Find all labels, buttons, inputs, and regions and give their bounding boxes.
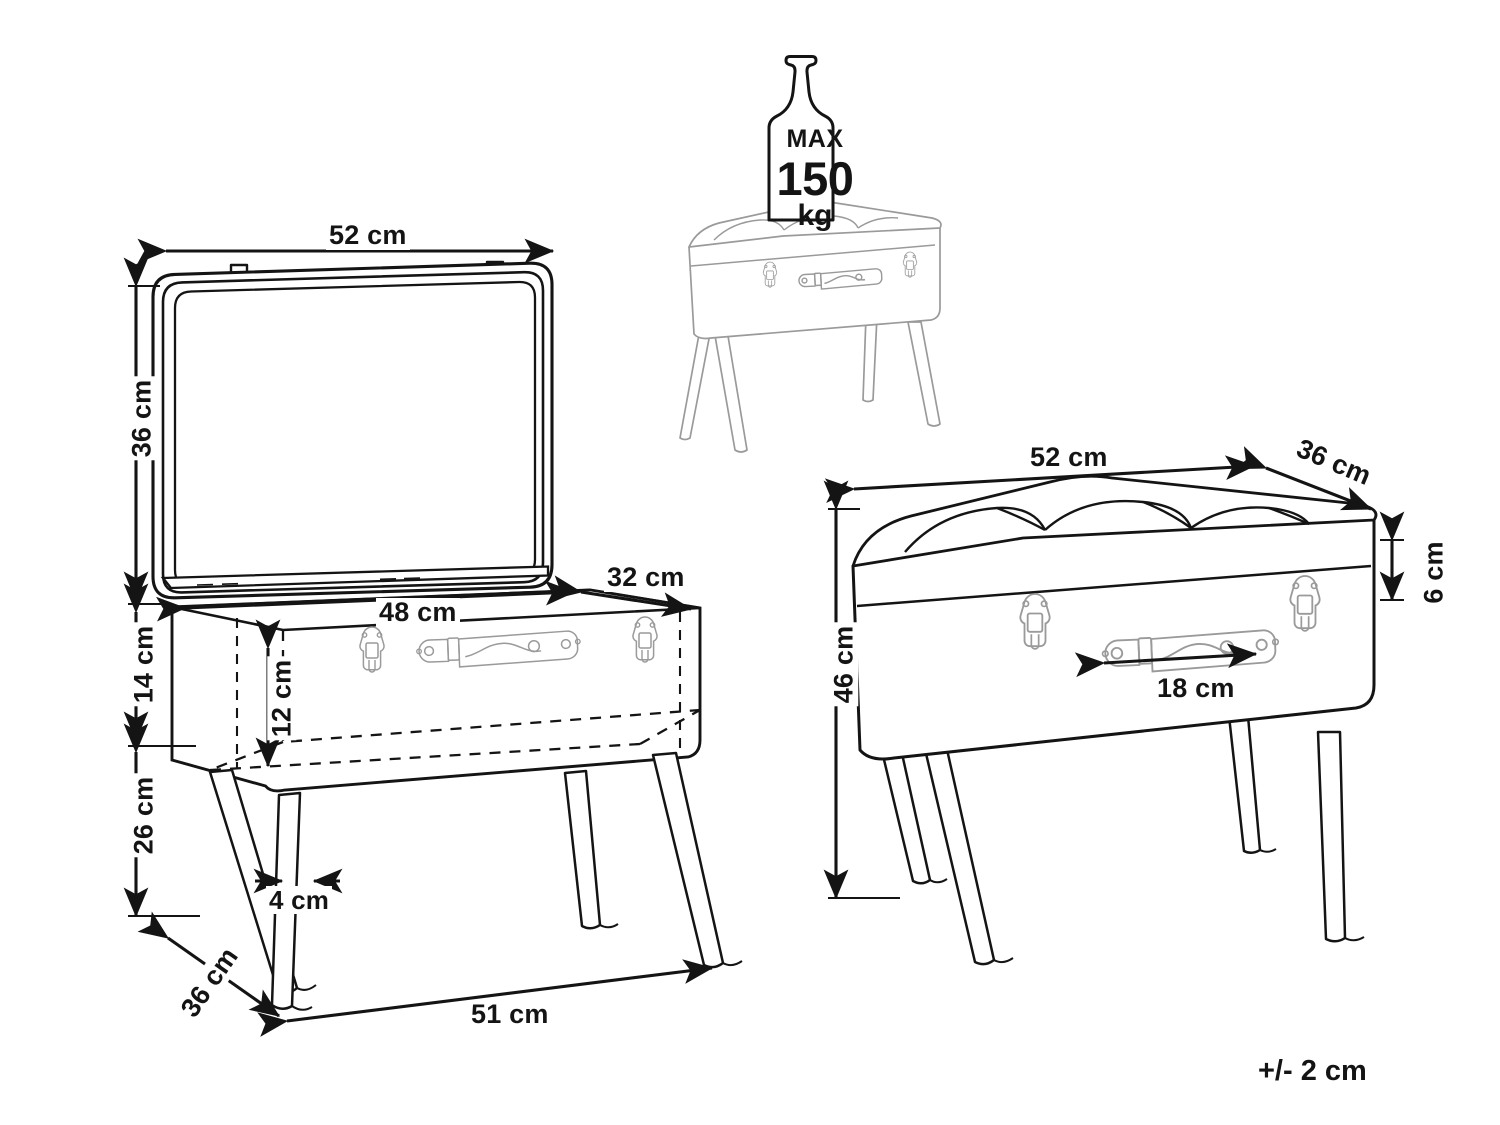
label-box-height: 14 cm <box>128 622 159 707</box>
label-cushion-height: 6 cm <box>1419 538 1449 607</box>
max-unit: kg <box>797 199 833 232</box>
closed-leg-front-right <box>1316 730 1347 943</box>
closed-body <box>851 497 1376 761</box>
lid-panel <box>151 260 554 600</box>
dimline-overall-width <box>824 455 1256 504</box>
closed-leg-back-left <box>873 720 932 885</box>
carry-handle-icon <box>416 630 581 668</box>
max-label: MAX <box>786 125 844 153</box>
max-value: 150 <box>776 152 854 205</box>
box-front-hardware <box>359 616 658 673</box>
box-interior-back-edge <box>281 630 701 744</box>
load-leg-front-right <box>907 321 941 427</box>
dimline-inner-depth <box>550 575 693 617</box>
label-leg-thickness: 4 cm <box>266 886 333 914</box>
closed-cushion-tufting <box>904 499 1310 553</box>
label-leg-height: 26 cm <box>128 773 159 858</box>
leg-back-right <box>563 769 602 930</box>
load-lid-seam <box>690 244 936 267</box>
box-interior-floor-left <box>209 740 284 772</box>
load-leg-front-left <box>713 329 748 453</box>
closed-view-illustration <box>823 446 1405 966</box>
label-overall-width: 52 cm <box>1027 443 1111 472</box>
open-view-illustration <box>123 238 743 1037</box>
load-view-hardware <box>762 251 918 290</box>
load-view-legs <box>679 315 941 453</box>
label-handle-width: 18 cm <box>1154 674 1238 703</box>
label-overall-height: 46 cm <box>828 622 859 707</box>
load-leg-back-left <box>679 317 714 441</box>
dimline-overall-depth <box>1234 446 1373 511</box>
closed-leg-back-right <box>1227 714 1262 854</box>
label-lid-height: 36 cm <box>126 376 157 461</box>
load-view-illustration <box>679 55 942 453</box>
closed-leg-front-left <box>922 743 996 966</box>
dimline-footprint-width <box>257 959 714 1037</box>
tolerance-note: +/- 2 cm <box>1258 1055 1367 1087</box>
leg-front-right <box>651 751 725 969</box>
lid-outer-edge <box>151 261 554 600</box>
max-load-weight-icon <box>767 55 835 222</box>
closed-view-legs <box>873 714 1365 966</box>
label-inner-depth: 32 cm <box>604 563 688 592</box>
label-inner-width: 48 cm <box>376 598 460 627</box>
label-lid-width: 52 cm <box>326 221 410 250</box>
dimline-handle-width <box>1074 643 1258 678</box>
label-inner-height: 12 cm <box>266 656 297 741</box>
closed-lid-seam <box>856 564 1372 608</box>
label-footprint-width: 51 cm <box>468 1000 552 1029</box>
load-leg-back-right <box>862 315 878 403</box>
open-view-legs <box>208 751 743 1011</box>
